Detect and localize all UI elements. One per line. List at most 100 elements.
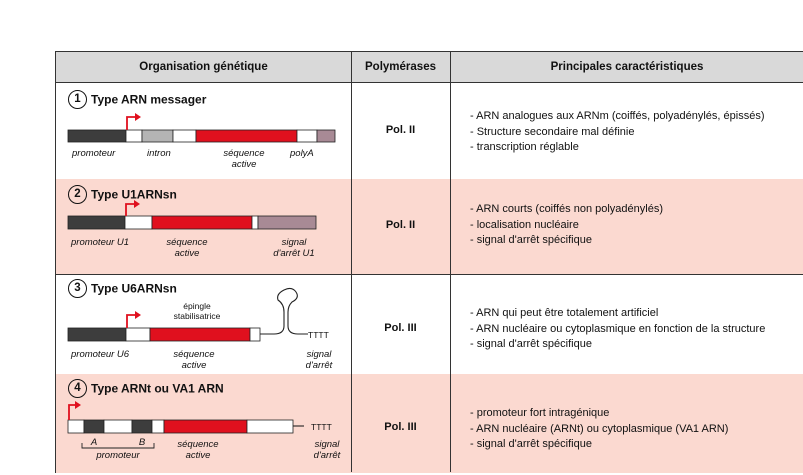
exon-block xyxy=(296,129,318,143)
label-sequence: séquence xyxy=(166,237,207,248)
header-genetic-organisation: Organisation génétique xyxy=(139,61,268,73)
table-row-u6: 3 Type U6ARNsn épingle stabilisatrice TTT… xyxy=(56,274,803,375)
row-title-text: Type U6ARNsn xyxy=(91,281,177,296)
exon-block xyxy=(125,129,143,143)
spacer-block xyxy=(67,419,85,434)
gene-diagram-u6: épingle stabilisatrice TTTT promoteur U6… xyxy=(67,287,333,371)
feature-item: - promoteur fort intragénique xyxy=(470,407,610,419)
table-row-mrna: 1 Type ARN messager promoteur intron séqu… xyxy=(56,83,803,180)
features-list: - promoteur fort intragénique - ARN nucl… xyxy=(470,406,728,453)
label-signal: signal xyxy=(282,237,308,248)
number-circle: 1 xyxy=(68,90,87,109)
feature-item: - localisation nucléaire xyxy=(470,218,579,231)
transcription-start-arrow xyxy=(126,116,136,130)
label-hairpin: épingle xyxy=(183,301,211,311)
gene-diagram-mrna: promoteur intron séquence active polyA xyxy=(67,113,336,170)
features-list: - ARN analogues aux ARNm (coiffés, polya… xyxy=(470,109,765,156)
promoter-block xyxy=(67,129,127,143)
spacer-block xyxy=(103,419,133,434)
intron-block xyxy=(141,129,174,143)
promoter-bracket xyxy=(81,443,155,449)
label-box-a: A xyxy=(90,437,97,448)
feature-item: - ARN nucléaire (ARNt) ou cytoplasmique … xyxy=(470,422,729,435)
label-intron: intron xyxy=(147,148,171,159)
box-a-block xyxy=(83,419,105,434)
transcription-start-arrow xyxy=(125,203,135,216)
label-active: active xyxy=(182,360,207,371)
polya-block xyxy=(316,129,336,143)
row-title-text: Type ARNt ou VA1 ARN xyxy=(91,381,224,396)
header-polymerases: Polymérases xyxy=(365,61,436,73)
active-sequence-block xyxy=(195,129,298,143)
transcription-start-arrow xyxy=(126,314,136,328)
label-sequence: séquence xyxy=(173,349,214,360)
label-sequence: séquence xyxy=(177,439,218,450)
active-sequence-block xyxy=(163,419,248,434)
label-promoter: promoteur xyxy=(71,148,116,159)
number-circle: 3 xyxy=(68,279,87,298)
label-polya: polyA xyxy=(289,148,314,159)
arrow-head xyxy=(134,200,140,208)
label-promoter: promoteur xyxy=(95,450,140,461)
feature-item: - transcription réglable xyxy=(470,141,579,153)
gene-diagram-u1: promoteur U1 séquence active signal d'ar… xyxy=(67,200,317,259)
row-title-mrna: 1 Type ARN messager xyxy=(68,90,206,109)
label-sequence: séquence xyxy=(223,148,264,159)
column-divider xyxy=(351,52,352,472)
row-title-text: Type ARN messager xyxy=(91,92,207,107)
feature-item: - signal d'arrêt spécifique xyxy=(470,234,592,246)
transcription-start-arrow xyxy=(68,404,76,420)
feature-item: - ARN analogues aux ARNm (coiffés, polya… xyxy=(470,110,765,122)
exon-block xyxy=(172,129,197,143)
number-circle: 2 xyxy=(68,185,87,204)
label-tttt: TTTT xyxy=(311,422,332,432)
polymerase-value: Pol. III xyxy=(384,421,417,433)
label-box-b: B xyxy=(139,437,146,448)
promoter-block xyxy=(67,327,127,342)
polymerase-value: Pol. III xyxy=(384,322,417,334)
characteristics-table: Organisation génétique Polymérases Princ… xyxy=(55,51,803,473)
table-header: Organisation génétique Polymérases Princ… xyxy=(56,52,803,83)
label-active: active xyxy=(232,159,257,170)
spacer-block xyxy=(246,419,294,434)
label-signal: signal xyxy=(307,349,333,360)
spacer-block xyxy=(251,215,259,230)
spacer-block xyxy=(125,327,151,342)
label-tttt: TTTT xyxy=(308,330,329,340)
label-stop-u1: d'arrêt U1 xyxy=(273,248,314,259)
stop-signal-block xyxy=(257,215,317,230)
row-title-u6: 3 Type U6ARNsn xyxy=(68,279,177,298)
label-stop: d'arrêt xyxy=(306,360,333,371)
box-b-block xyxy=(131,419,153,434)
row-divider xyxy=(56,274,803,275)
spacer-block xyxy=(249,327,261,342)
active-sequence-block xyxy=(149,327,251,342)
label-stabilising: stabilisatrice xyxy=(174,311,221,321)
features-list: - ARN courts (coiffés non polyadénylés) … xyxy=(470,202,663,249)
spacer-block xyxy=(151,419,165,434)
column-divider xyxy=(450,52,451,472)
arrow-head xyxy=(135,113,141,121)
label-active: active xyxy=(175,248,200,259)
label-signal: signal xyxy=(315,439,341,450)
feature-item: - signal d'arrêt spécifique xyxy=(470,438,592,450)
label-promoter: promoteur U6 xyxy=(70,349,130,360)
feature-item: - ARN nucléaire ou cytoplasmique en fonc… xyxy=(470,322,766,335)
feature-item: - ARN qui peut être totalement artificie… xyxy=(470,307,659,319)
arrow-head xyxy=(75,401,81,409)
label-promoter: promoteur U1 xyxy=(70,237,129,248)
features-list: - ARN qui peut être totalement artificie… xyxy=(470,306,765,353)
promoter-block xyxy=(67,215,126,230)
arrow-head xyxy=(135,311,141,319)
gene-diagram-trna: A B promoteur TTTT séquence active signa… xyxy=(67,401,341,461)
label-stop: d'arrêt xyxy=(314,450,341,461)
header-characteristics: Principales caractéristiques xyxy=(550,61,704,73)
label-active: active xyxy=(186,450,211,461)
spacer-block xyxy=(124,215,153,230)
polymerase-value: Pol. II xyxy=(385,219,416,231)
polymerase-value: Pol. II xyxy=(385,124,416,136)
